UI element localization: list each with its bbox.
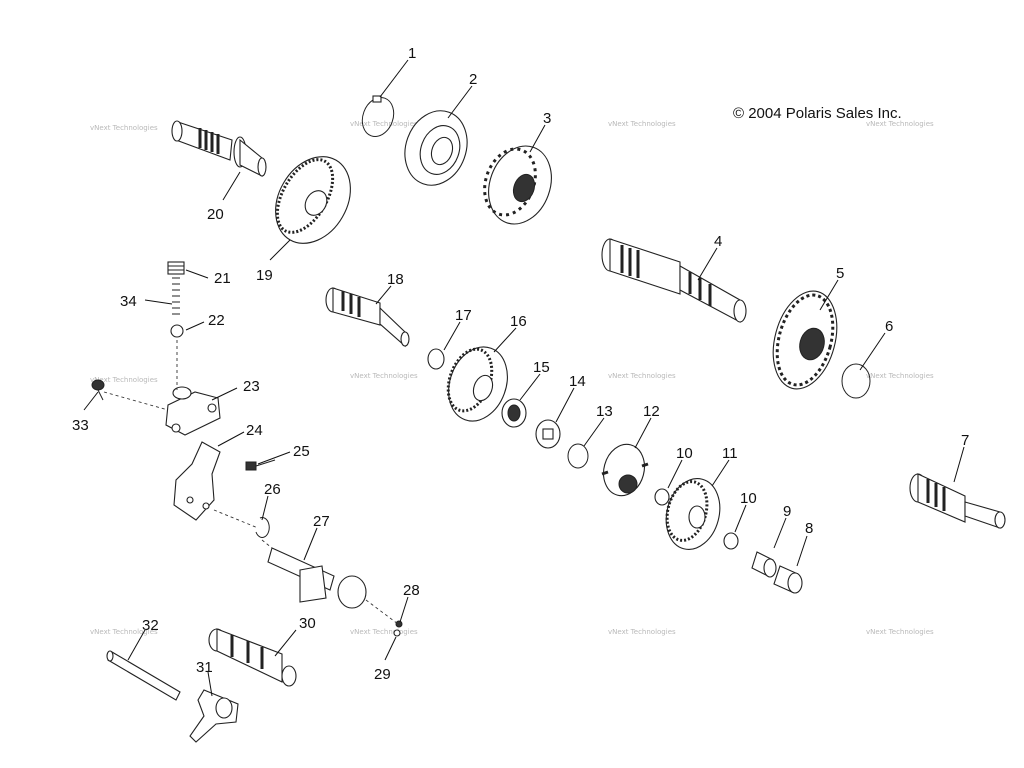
part-1-snap-ring [361,95,395,137]
part-14-washer [535,419,561,449]
callout-17: 17 [455,307,472,324]
callout-13: 13 [596,403,613,420]
watermark: vNext Technologies [350,372,418,380]
callout-8: 8 [805,520,813,537]
callout-1: 1 [408,45,416,62]
part-18-shaft [325,287,410,348]
watermark: vNext Technologies [608,372,676,380]
alignment-line [365,599,399,625]
callout-23: 23 [243,378,260,395]
part-26-clip [255,517,270,538]
watermark: vNext Technologies [90,376,158,384]
part-16-gear [446,346,508,422]
part-3-gear [483,145,552,225]
part-25-screw [245,459,276,471]
watermark: vNext Technologies [608,120,676,128]
callout-9: 9 [783,503,791,520]
part-20-shaft [171,120,267,177]
callout-20: 20 [207,206,224,223]
part-21-plug [167,261,185,275]
callout-32: 32 [142,617,159,634]
watermark: vNext Technologies [350,120,418,128]
callout-25: 25 [293,443,310,460]
part-28-pin [395,620,403,628]
part-34-spring [172,277,180,315]
callout-numbers: 1 2 3 4 5 6 7 8 9 10 10 11 12 13 14 15 1… [72,45,969,683]
part-8-bushing [773,565,803,594]
part-31-shift-fork [189,689,239,743]
watermark: vNext Technologies [350,628,418,636]
callout-30: 30 [299,615,316,632]
part-22-ball [170,324,184,338]
callout-22: 22 [208,312,225,329]
part-11-gear [665,478,721,550]
part-24-plate [173,441,221,521]
callout-4: 4 [714,233,722,250]
part-10-washer [654,488,670,506]
part-29-spacer [393,629,401,637]
callout-7: 7 [961,432,969,449]
watermarks: vNext Technologies vNext Technologies vN… [90,120,934,636]
part-6-ring [841,363,871,399]
part-27-shift-shaft [267,547,367,609]
part-5-gear [772,290,838,390]
callout-28: 28 [403,582,420,599]
callout-27: 27 [313,513,330,530]
callout-24: 24 [246,422,263,439]
callout-34: 34 [120,293,137,310]
part-7-shaft [909,473,1006,529]
part-12-hub [601,443,649,497]
part-32-rod [106,650,181,701]
callout-15: 15 [533,359,550,376]
callout-12: 12 [643,403,660,420]
watermark: vNext Technologies [90,124,158,132]
part-33-bolt [91,379,105,401]
callout-21: 21 [214,270,231,287]
callout-11: 11 [722,445,738,462]
leader-lines [83,59,965,697]
watermark: vNext Technologies [866,372,934,380]
copyright-text: © 2004 Polaris Sales Inc. [733,105,902,122]
part-30-shift-drum [208,628,297,687]
watermark: vNext Technologies [90,628,158,636]
watermark: vNext Technologies [608,628,676,636]
part-9-bushing [751,551,777,578]
part-17-washer [427,348,445,370]
callout-29: 29 [374,666,391,683]
callout-5: 5 [836,265,844,282]
callout-3: 3 [543,110,551,127]
part-2-bearing [404,110,468,186]
callout-26: 26 [264,481,281,498]
part-4-main-shaft [601,238,747,323]
alignment-line [213,509,273,549]
callout-33: 33 [72,417,89,434]
callout-16: 16 [510,313,527,330]
callout-14: 14 [569,373,586,390]
part-19-gear [275,156,351,244]
callout-19: 19 [256,267,273,284]
part-10-washer [723,532,739,550]
callout-18: 18 [387,271,404,288]
watermark: vNext Technologies [866,628,934,636]
alignment-line [103,391,169,411]
callout-6: 6 [885,318,893,335]
part-15-bearing [501,398,527,428]
callout-10: 10 [676,445,693,462]
callout-2: 2 [469,71,477,88]
watermark: vNext Technologies [866,120,934,128]
part-13-ring [567,443,589,469]
callout-10: 10 [740,490,757,507]
callout-31: 31 [196,659,213,676]
part-23-bracket [165,386,221,436]
